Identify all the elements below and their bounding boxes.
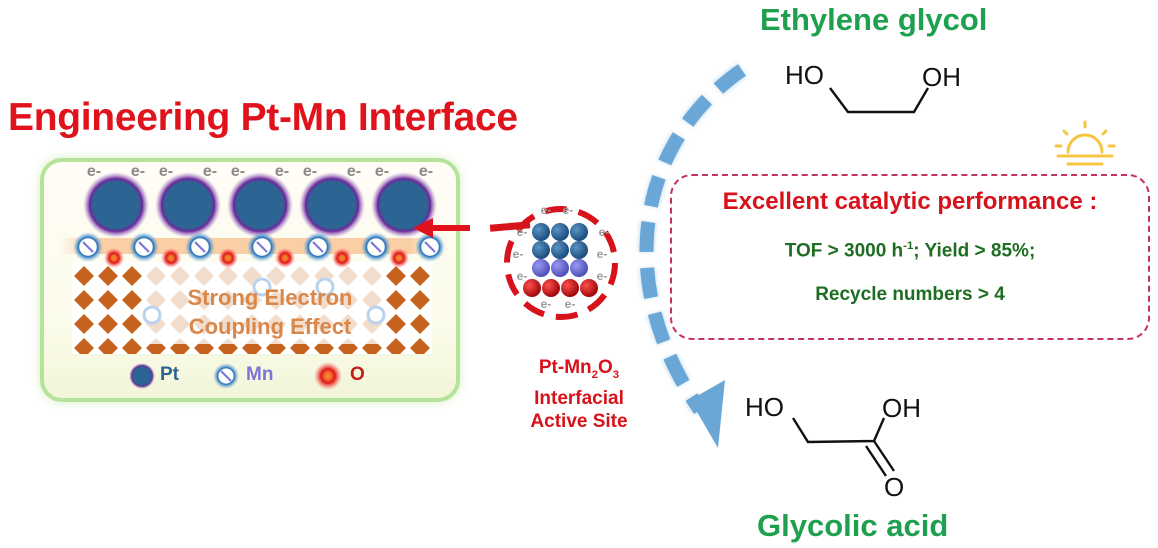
faint-mn-atom bbox=[366, 305, 386, 325]
active-site-line-3: Active Site bbox=[530, 410, 628, 432]
cluster-electron-label: e- bbox=[599, 225, 610, 239]
product-carbonyl-o: O bbox=[884, 472, 905, 502]
mn-atom-stripe bbox=[312, 241, 324, 253]
cluster-atom bbox=[532, 259, 550, 277]
legend-o-label: O bbox=[350, 364, 365, 385]
performance-heading: Excellent catalytic performance : bbox=[722, 188, 1098, 215]
glycolic-acid-structure bbox=[791, 417, 895, 477]
ethylene-glycol-structure bbox=[829, 87, 930, 114]
cluster-o-atom bbox=[580, 279, 598, 297]
legend-mn-stripe bbox=[220, 370, 232, 382]
cluster-atom bbox=[570, 241, 588, 259]
mn-atom-stripe bbox=[424, 241, 436, 253]
legend-pt-icon bbox=[129, 363, 155, 389]
electron-label: e- bbox=[375, 163, 389, 180]
faint-mn-atom bbox=[252, 277, 272, 297]
coupling-effect-text: Strong Electron Coupling Effect bbox=[135, 283, 405, 341]
lattice-bottom-row bbox=[72, 344, 432, 354]
electron-label: e- bbox=[131, 163, 145, 180]
faint-mn-atom bbox=[315, 277, 335, 297]
cluster-electron-label: e- bbox=[597, 247, 608, 261]
o-atom bbox=[104, 248, 124, 268]
lattice-faint-region bbox=[144, 262, 384, 354]
cluster-electron-label: e- bbox=[565, 297, 576, 311]
product-ho-group: HO bbox=[745, 392, 784, 422]
performance-recycle: Recycle numbers > 4 bbox=[815, 284, 1005, 305]
performance-box: Excellent catalytic performance : TOF > … bbox=[670, 174, 1150, 340]
electron-label: e- bbox=[87, 163, 101, 180]
coupling-line-2: Coupling Effect bbox=[188, 314, 352, 339]
cluster-o-atom bbox=[561, 279, 579, 297]
electron-label: e- bbox=[231, 163, 245, 180]
cluster-atom bbox=[570, 259, 588, 277]
cluster-atom bbox=[551, 241, 569, 259]
pt-atom bbox=[227, 172, 293, 238]
product-oh-group: OH bbox=[882, 393, 921, 423]
cluster-electron-label: e- bbox=[517, 269, 528, 283]
cluster-atom bbox=[551, 223, 569, 241]
reaction-arrow-line bbox=[639, 64, 746, 414]
electron-label: e- bbox=[419, 163, 433, 180]
cluster-atom bbox=[532, 241, 550, 259]
reactant-oh-group: OH bbox=[922, 62, 961, 92]
reactant-name: Ethylene glycol bbox=[760, 2, 988, 37]
active-site-line-2: Interfacial bbox=[534, 387, 624, 409]
atom-legend: Pt Mn O bbox=[128, 362, 428, 392]
reactant-ho-group: HO bbox=[785, 60, 824, 90]
pt-atom bbox=[83, 172, 149, 238]
electron-label: e- bbox=[303, 163, 317, 180]
cluster-electron-label: e- bbox=[541, 297, 552, 311]
reaction-arrowhead-icon bbox=[690, 380, 725, 448]
mn-atom-stripe bbox=[138, 241, 150, 253]
red-arrow-icon bbox=[413, 218, 470, 238]
legend-pt-label: Pt bbox=[160, 364, 179, 385]
mn-atom-stripe bbox=[370, 241, 382, 253]
o-atom bbox=[161, 248, 181, 268]
cluster-atom bbox=[551, 259, 569, 277]
legend-o-icon bbox=[314, 362, 342, 390]
product-name: Glycolic acid bbox=[757, 508, 949, 543]
cluster-atom bbox=[532, 223, 550, 241]
legend-mn-label: Mn bbox=[246, 364, 274, 385]
electron-label: e- bbox=[347, 163, 361, 180]
cluster-electron-label: e- bbox=[563, 203, 574, 217]
cluster-electron-label: e- bbox=[513, 247, 524, 261]
diagram-title: Engineering Pt-Mn Interface bbox=[8, 96, 518, 139]
electron-label: e- bbox=[275, 163, 289, 180]
cluster-o-atom bbox=[523, 279, 541, 297]
electron-label: e- bbox=[203, 163, 217, 180]
active-site-dashed-circle bbox=[504, 206, 618, 320]
electron-label: e- bbox=[159, 163, 173, 180]
coupling-line-1: Strong Electron bbox=[187, 285, 353, 310]
pt-atom bbox=[371, 172, 437, 238]
cluster-electron-label: e- bbox=[597, 269, 608, 283]
o-atom bbox=[275, 248, 295, 268]
cluster-electron-label: e- bbox=[541, 203, 552, 217]
cluster-o-atom bbox=[542, 279, 560, 297]
active-site-label: Pt-Mn2O3 Interfacial Active Site bbox=[494, 356, 664, 433]
o-atom bbox=[218, 248, 238, 268]
mn-atom-stripe bbox=[256, 241, 268, 253]
cluster-atom bbox=[570, 223, 588, 241]
pt-atom bbox=[155, 172, 221, 238]
o-atom bbox=[389, 248, 409, 268]
mn-atom-stripe bbox=[194, 241, 206, 253]
sun-icon bbox=[1054, 120, 1116, 166]
mn-atom-stripe bbox=[82, 241, 94, 253]
performance-tof-yield: TOF > 3000 h-1; Yield > 85%; bbox=[784, 240, 1036, 262]
active-site-pointer bbox=[489, 221, 531, 232]
faint-mn-atom bbox=[142, 305, 162, 325]
o-atom bbox=[332, 248, 352, 268]
cluster-electron-label: e- bbox=[517, 225, 528, 239]
pt-atom bbox=[299, 172, 365, 238]
active-site-formula: Pt-Mn2O3 bbox=[538, 357, 620, 381]
